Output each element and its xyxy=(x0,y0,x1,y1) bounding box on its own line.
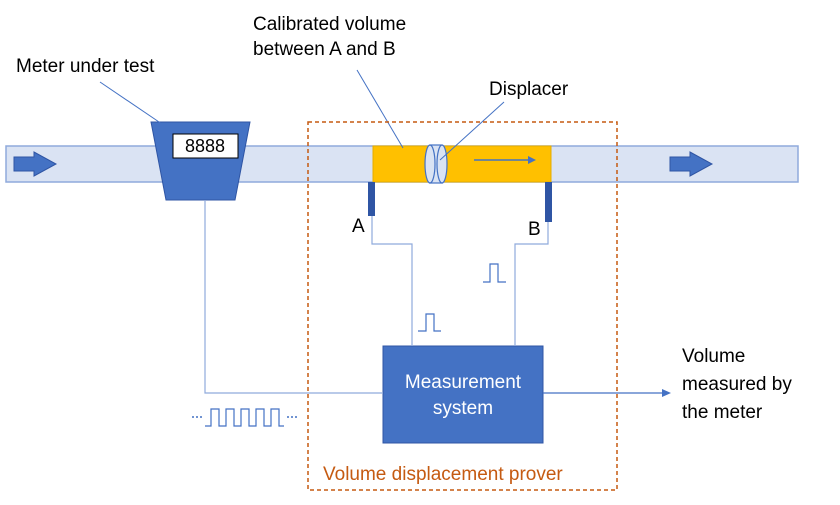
detector-a-label: A xyxy=(352,216,365,237)
output-arrowhead xyxy=(662,389,671,397)
measurement-system-box xyxy=(382,345,544,444)
volume-measured-label-line3: the meter xyxy=(682,402,763,423)
displacer-label: Displacer xyxy=(489,79,569,100)
detector-a xyxy=(368,182,375,216)
prover-boundary xyxy=(307,121,618,491)
calibrated-volume-label-line1: Calibrated volume xyxy=(253,14,406,35)
volume-measured-label-line2: measured by xyxy=(682,374,792,395)
measurement-system-label-line1: Measurement xyxy=(405,372,522,393)
measurement-system-label-line2: system xyxy=(433,398,493,419)
detector-a-wire xyxy=(371,216,413,346)
flow-in-arrow-icon xyxy=(13,151,58,177)
detector-b-wire xyxy=(514,222,549,346)
volume-measured-label-line1: Volume xyxy=(682,346,745,367)
meter-display-digits: 8888 xyxy=(185,136,225,156)
prover-caption: Volume displacement prover xyxy=(323,464,563,485)
calibrated-volume-label-line2: between A and B xyxy=(253,39,396,60)
pulse-train-ellipsis xyxy=(192,416,297,418)
displacer-piston-icon xyxy=(424,144,448,184)
pulse-train-icon xyxy=(205,408,284,427)
meter-display xyxy=(172,133,239,159)
meter-leader-line xyxy=(99,81,163,125)
calibrated-volume-leader-line xyxy=(356,69,404,149)
meter-signal-wire xyxy=(204,200,383,394)
pulse-b-icon xyxy=(483,263,506,283)
displacer-travel-arrowhead xyxy=(528,156,536,164)
flow-out-arrow-icon xyxy=(669,151,714,177)
displacer-leader-line xyxy=(439,101,505,161)
detector-b-label: B xyxy=(528,219,541,240)
calibrated-section xyxy=(372,145,552,183)
detector-b xyxy=(545,182,552,222)
meter-under-test-label: Meter under test xyxy=(16,56,155,77)
pulse-a-icon xyxy=(418,313,441,332)
